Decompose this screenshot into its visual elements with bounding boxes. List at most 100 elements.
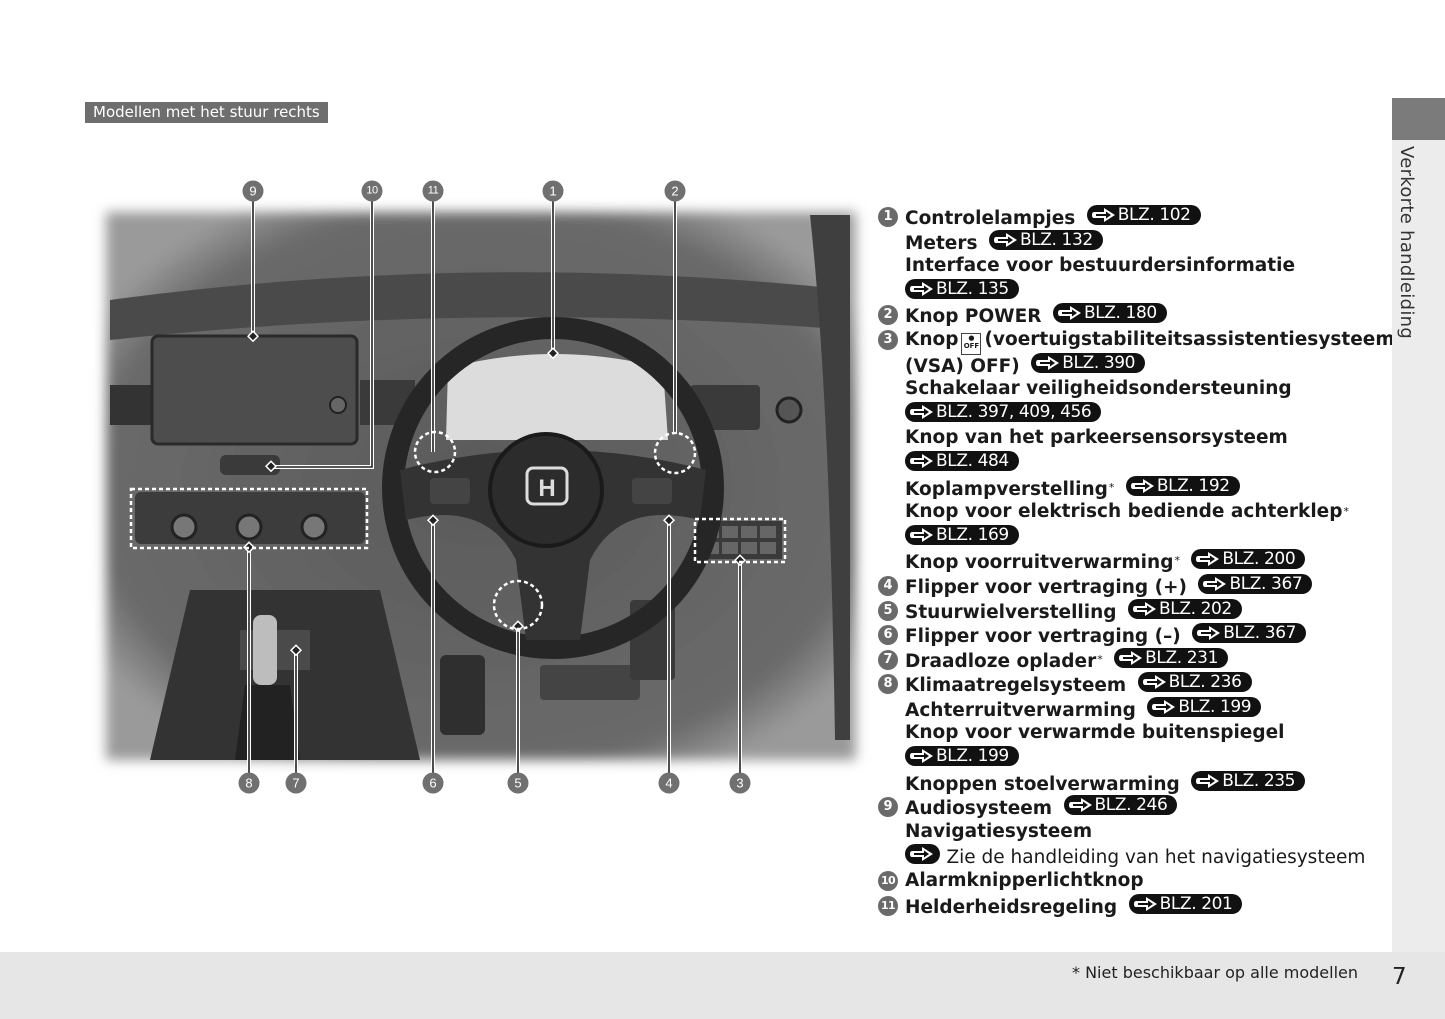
arrow-right-icon — [910, 404, 933, 419]
callout-1: 1 — [542, 180, 564, 202]
vsa-off-icon-text: OFF — [963, 341, 980, 350]
footnote: * Niet beschikbaar op alle modellen — [1072, 963, 1359, 982]
page-reference-text: BLZ. 200 — [1222, 549, 1296, 570]
page-reference-link[interactable]: BLZ. 390 — [1031, 352, 1146, 373]
list-item: Koplampverstelling* BLZ. 192 — [878, 475, 1378, 501]
list-item: Knoppen stoelverwarming BLZ. 235 — [878, 770, 1378, 796]
item-number-badge: 9 — [878, 797, 898, 818]
item-label: Knoppen stoelverwarming — [905, 773, 1180, 795]
footnote-asterisk: * — [1097, 652, 1103, 666]
page-reference-text: BLZ. 202 — [1158, 598, 1232, 619]
page-reference-text: BLZ. 192 — [1156, 475, 1230, 496]
page-reference-text: BLZ. 397, 409, 456 — [936, 401, 1092, 422]
list-item: Schakelaar veiligheidsondersteuning — [878, 377, 1378, 402]
callout-8: 8 — [238, 772, 260, 794]
page-reference-link[interactable]: BLZ. 397, 409, 456 — [905, 401, 1102, 422]
item-label: Helderheidsregeling — [905, 896, 1118, 918]
page-reference-text: BLZ. 235 — [1222, 770, 1296, 791]
chapter-tab-label[interactable]: Verkorte handleiding — [1396, 146, 1417, 340]
list-item: Meters BLZ. 132 — [878, 229, 1378, 255]
list-item: Knop voor verwarmde buitenspiegel — [878, 721, 1378, 746]
item-label: Knop voor elektrisch bediende achterklep — [905, 501, 1343, 523]
item-label-cont: (voertuigstabiliteitsassistentiesysteem — [984, 328, 1395, 350]
item-number-badge: 10 — [878, 871, 898, 892]
page-reference-link[interactable]: BLZ. 231 — [1114, 647, 1228, 668]
chapter-sidebar — [1392, 140, 1445, 952]
callout-4: 4 — [658, 772, 680, 794]
page-reference-link[interactable]: BLZ. 367 — [1198, 573, 1313, 594]
list-item: 6 Flipper voor vertraging (–) BLZ. 367 — [878, 623, 1378, 648]
item-label: Knop — [905, 328, 959, 350]
callout-6: 6 — [422, 772, 444, 794]
page-reference-text: BLZ. 180 — [1083, 303, 1157, 324]
page-reference-link[interactable]: BLZ. 236 — [1137, 672, 1252, 693]
item-number-badge: 3 — [878, 329, 898, 350]
item-number-badge: 8 — [878, 674, 898, 695]
page-footer — [0, 952, 1445, 1019]
callout-2: 2 — [664, 180, 686, 202]
reference-note: Zie de handleiding van het navigatiesyst… — [946, 847, 1366, 869]
page-reference-text: BLZ. 132 — [1019, 229, 1093, 250]
page-reference-link[interactable]: BLZ. 199 — [1147, 696, 1262, 717]
vsa-off-icon: ●OFF — [961, 332, 982, 355]
page-reference-text: BLZ. 199 — [1178, 696, 1252, 717]
item-label: Controlelampjes — [905, 208, 1076, 229]
arrow-right-icon — [1068, 798, 1092, 813]
callout-11: 11 — [422, 180, 444, 202]
item-label: Schakelaar veiligheidsondersteuning — [905, 378, 1292, 400]
arrow-right-icon — [1196, 552, 1220, 567]
list-item: BLZ. 397, 409, 456 — [878, 401, 1378, 427]
item-label: Achterruitverwarming — [905, 699, 1136, 721]
arrow-right-icon — [910, 847, 933, 862]
list-item: Knop voorruitverwarming* BLZ. 200 — [878, 549, 1378, 574]
list-item: Knop voor elektrisch bediende achterklep… — [878, 500, 1378, 525]
list-item: BLZ. 169 — [878, 524, 1378, 550]
page-reference-link[interactable]: BLZ. 192 — [1125, 475, 1240, 496]
list-item: 10 Alarmknipperlichtknop — [878, 869, 1378, 894]
item-label: Stuurwielverstelling — [905, 601, 1117, 623]
item-number-badge: 4 — [878, 575, 898, 596]
arrow-right-icon — [993, 232, 1017, 247]
page-reference-link[interactable]: BLZ. 201 — [1128, 893, 1243, 914]
page-reference-text: BLZ. 102 — [1117, 205, 1191, 225]
list-item: 11 Helderheidsregeling BLZ. 201 — [878, 893, 1378, 919]
item-label: Koplampverstelling — [905, 478, 1108, 500]
list-item: 3 Knop●OFF(voertuigstabiliteitsassistenti… — [878, 328, 1395, 355]
item-label: Alarmknipperlichtknop — [905, 870, 1144, 892]
item-label: Knop POWER — [905, 306, 1042, 328]
item-label: Flipper voor vertraging (–) — [905, 626, 1181, 648]
list-item: (VSA) OFF) BLZ. 390 — [878, 352, 1378, 378]
item-label: (VSA) OFF) — [905, 355, 1020, 377]
item-label: Interface voor bestuurdersinformatie — [905, 255, 1296, 277]
page-reference-link[interactable]: BLZ. 135 — [905, 278, 1019, 299]
list-item: BLZ. 135 — [878, 278, 1378, 304]
page-reference-text: BLZ. 231 — [1145, 647, 1218, 668]
page-reference-link[interactable]: BLZ. 200 — [1191, 549, 1306, 570]
page-reference-link[interactable]: BLZ. 484 — [905, 450, 1019, 471]
list-item: Interface voor bestuurdersinformatie — [878, 254, 1378, 279]
page-reference-link[interactable]: BLZ. 132 — [988, 229, 1103, 250]
page-reference-link[interactable]: BLZ. 202 — [1127, 598, 1242, 619]
page-reference-link[interactable]: BLZ. 199 — [905, 746, 1019, 767]
item-number-badge: 11 — [878, 895, 898, 916]
page-reference-link[interactable]: BLZ. 180 — [1052, 303, 1167, 324]
arrow-right-icon — [1203, 576, 1227, 591]
arrow-right-icon — [1091, 208, 1115, 222]
page-reference-link[interactable]: BLZ. 169 — [905, 524, 1019, 545]
item-number-badge: 6 — [878, 625, 898, 646]
page-reference-link[interactable]: BLZ. 102 — [1086, 205, 1201, 225]
page-reference-link[interactable]: BLZ. 367 — [1192, 623, 1307, 644]
page-reference-link[interactable]: BLZ. 246 — [1063, 795, 1178, 816]
reference-arrow-link[interactable] — [905, 844, 940, 865]
item-label: Knop van het parkeersensorsysteem — [905, 427, 1288, 449]
page-reference-text: BLZ. 236 — [1168, 672, 1242, 693]
page-reference-link[interactable]: BLZ. 235 — [1191, 770, 1306, 791]
footnote-asterisk: * — [1343, 505, 1349, 519]
callout-5: 5 — [507, 772, 529, 794]
